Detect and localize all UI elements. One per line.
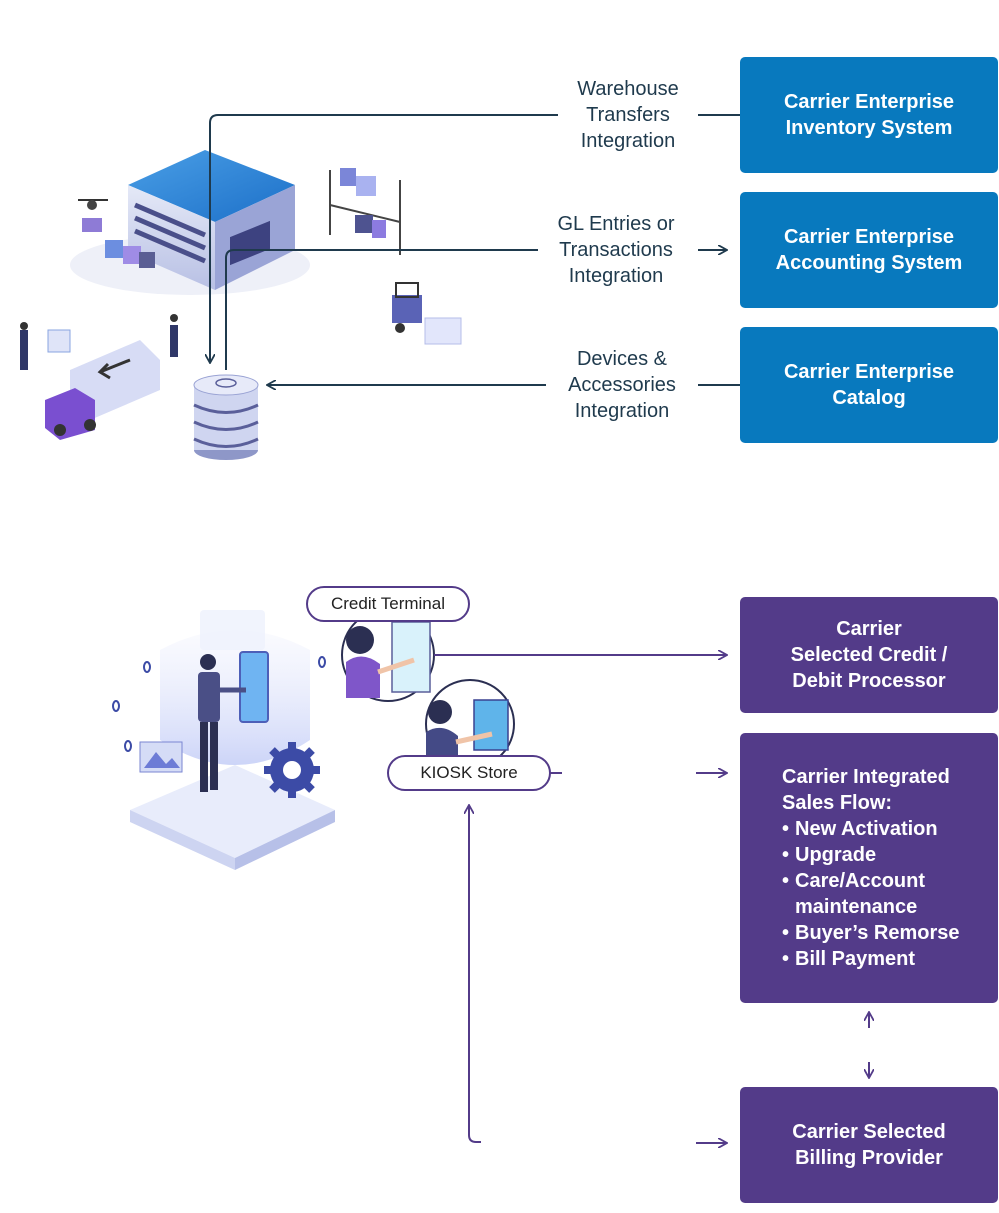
kiosk-illustration: [112, 610, 335, 870]
truck-icon: [45, 340, 160, 440]
database-icon: [193, 374, 259, 460]
accounting-system-box: Carrier Enterprise Accounting System: [740, 192, 998, 308]
list-item: Bill Payment: [782, 946, 960, 972]
gl-entries-label: GL Entries or Transactions Integration: [557, 213, 675, 287]
list-item: Care/Account maintenance: [782, 868, 945, 920]
bottom-connectors: [434, 655, 869, 1143]
gl-connector: [225, 249, 538, 370]
credit-terminal-pill: Credit Terminal: [306, 586, 470, 622]
kiosk-store-pill: KIOSK Store: [387, 755, 551, 791]
people-icon: [20, 314, 178, 370]
warehouse-illustration: [20, 150, 462, 460]
list-item: Buyer’s Remorse: [782, 920, 960, 946]
person-icon: [198, 654, 246, 792]
inventory-system-box: Carrier Enterprise Inventory System: [740, 57, 998, 173]
billing-loop-line: [469, 806, 481, 1143]
top-connectors: [210, 114, 740, 385]
warehouse-connector: [210, 114, 558, 362]
list-item: New Activation: [782, 816, 960, 842]
forklift-icon: [392, 282, 462, 345]
sales-flow-list: New Activation Upgrade Care/Account main…: [782, 816, 960, 972]
warehouse-transfers-label: Warehouse Transfers Integration: [577, 78, 679, 152]
catalog-box: Carrier Enterprise Catalog: [740, 327, 998, 443]
credit-terminal-illustration: [341, 608, 435, 702]
devices-accessories-label: Devices & Accessories Integration: [568, 348, 676, 422]
shelf-icon: [329, 168, 401, 255]
integrated-sales-flow-box: Carrier Integrated Sales Flow: New Activ…: [740, 733, 998, 1003]
credit-debit-processor-box: Carrier Selected Credit / Debit Processo…: [740, 597, 998, 713]
kiosk-store-illustration: [425, 679, 515, 769]
list-item: Upgrade: [782, 842, 960, 868]
drone-icon: [78, 199, 108, 232]
billing-provider-box: Carrier Selected Billing Provider: [740, 1087, 998, 1203]
boxes-icon: [105, 240, 155, 268]
gear-icon: [264, 742, 320, 798]
